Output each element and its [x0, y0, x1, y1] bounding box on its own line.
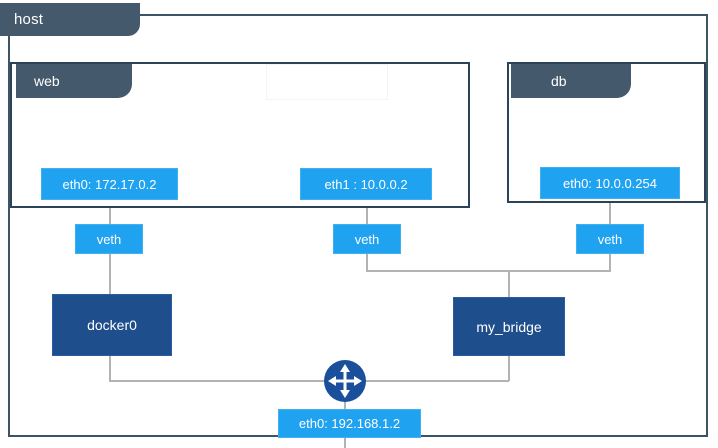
connector-bus-mybridge: [508, 270, 510, 298]
connector-web-eth1-veth2: [366, 200, 368, 226]
connector-web-eth0-veth1: [109, 200, 111, 226]
connector-host-eth0-external: [344, 437, 346, 448]
veth-3[interactable]: veth: [576, 224, 644, 254]
connector-mybridge-down: [508, 355, 510, 381]
connector-mybridge-router: [349, 380, 509, 382]
connector-router-host-eth0: [344, 396, 346, 410]
namespace-web-tab: web: [16, 64, 132, 98]
connector-docker0-router: [109, 380, 341, 382]
veth-2[interactable]: veth: [333, 224, 401, 254]
namespace-db-tab: db: [511, 64, 631, 98]
bridge-my-bridge[interactable]: my_bridge: [453, 297, 565, 356]
connector-db-eth0-veth3: [609, 198, 611, 226]
connector-veth-bus: [366, 270, 611, 272]
host-tab-label: host: [0, 3, 140, 36]
interface-web-eth1[interactable]: eth1 : 10.0.0.2: [300, 168, 432, 200]
veth-1[interactable]: veth: [75, 224, 143, 254]
interface-db-eth0[interactable]: eth0: 10.0.0.254: [540, 167, 680, 199]
connector-docker0-down: [109, 355, 111, 381]
connector-veth3-down: [609, 252, 611, 272]
interface-web-eth0[interactable]: eth0: 172.17.0.2: [41, 168, 178, 200]
connector-veth2-down: [366, 252, 368, 272]
ghost-selection-rect: [266, 64, 388, 100]
bridge-docker0[interactable]: docker0: [52, 294, 172, 356]
connector-veth1-docker0: [109, 252, 111, 297]
router-icon[interactable]: [323, 359, 367, 403]
interface-host-eth0[interactable]: eth0: 192.168.1.2: [278, 409, 421, 438]
